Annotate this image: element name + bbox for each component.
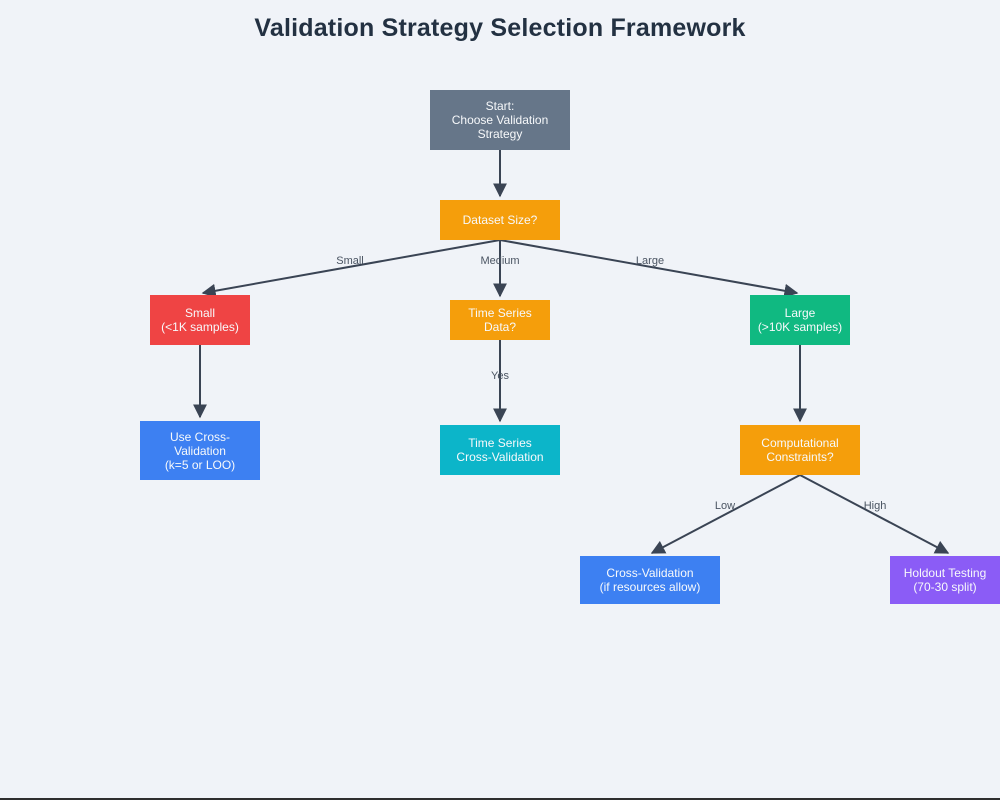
bottom-border-line bbox=[0, 798, 1000, 800]
edge-label-low: Low bbox=[714, 500, 736, 512]
edge-label-high: High bbox=[863, 500, 887, 512]
node-time-series-cv: Time Series Cross-Validation bbox=[440, 425, 560, 475]
node-cross-validation-resources-line2: (if resources allow) bbox=[599, 580, 701, 594]
node-dataset-size-line1: Dataset Size? bbox=[462, 213, 538, 227]
node-time-series-data-line2: Data? bbox=[483, 320, 517, 334]
node-cross-validation-resources-line1: Cross-Validation bbox=[606, 566, 694, 580]
node-use-cross-validation-line2: Validation bbox=[174, 443, 226, 458]
node-cross-validation-resources: Cross-Validation (if resources allow) bbox=[580, 556, 720, 604]
node-use-cross-validation-line3: (k=5 or LOO) bbox=[164, 457, 236, 472]
node-computational-constraints: Computational Constraints? bbox=[740, 425, 860, 475]
node-holdout-testing-line1: Holdout Testing bbox=[903, 566, 987, 580]
node-use-cross-validation: Use Cross- Validation (k=5 or LOO) bbox=[140, 421, 260, 480]
node-holdout-testing-line2: (70-30 split) bbox=[913, 580, 977, 594]
node-large: Large (>10K samples) bbox=[750, 295, 850, 345]
node-start: Start: Choose Validation Strategy bbox=[430, 90, 570, 150]
node-computational-constraints-line2: Constraints? bbox=[766, 450, 834, 464]
node-small: Small (<1K samples) bbox=[150, 295, 250, 345]
node-start-line2: Choose Validation bbox=[451, 113, 549, 127]
node-time-series-cv-line1: Time Series bbox=[468, 436, 532, 450]
edge-label-yes: Yes bbox=[491, 370, 509, 382]
page-title: Validation Strategy Selection Framework bbox=[254, 14, 746, 42]
edge-dataset-size-to-large bbox=[499, 239, 799, 298]
edge-label-medium: Medium bbox=[480, 255, 520, 267]
edge-label-large: Large bbox=[635, 255, 665, 267]
node-start-line1: Start: bbox=[485, 99, 515, 113]
node-holdout-testing: Holdout Testing (70-30 split) bbox=[890, 556, 1000, 604]
node-small-line1: Small bbox=[184, 306, 215, 320]
edge-constraints-to-cv-resources bbox=[650, 474, 801, 554]
node-start-line3: Strategy bbox=[477, 127, 523, 141]
node-time-series-data-line1: Time Series bbox=[468, 306, 532, 320]
node-use-cross-validation-line1: Use Cross- bbox=[169, 429, 230, 444]
node-time-series-cv-line2: Cross-Validation bbox=[456, 450, 544, 464]
node-time-series-data: Time Series Data? bbox=[450, 300, 550, 340]
node-small-line2: (<1K samples) bbox=[161, 320, 239, 334]
node-computational-constraints-line1: Computational bbox=[761, 436, 839, 450]
edge-label-small: Small bbox=[336, 255, 364, 267]
node-large-line2: (>10K samples) bbox=[757, 320, 843, 334]
edge-constraints-to-holdout bbox=[799, 474, 950, 554]
node-dataset-size: Dataset Size? bbox=[440, 200, 560, 240]
edge-dataset-size-to-small bbox=[201, 239, 501, 298]
node-large-line1: Large bbox=[784, 306, 816, 320]
